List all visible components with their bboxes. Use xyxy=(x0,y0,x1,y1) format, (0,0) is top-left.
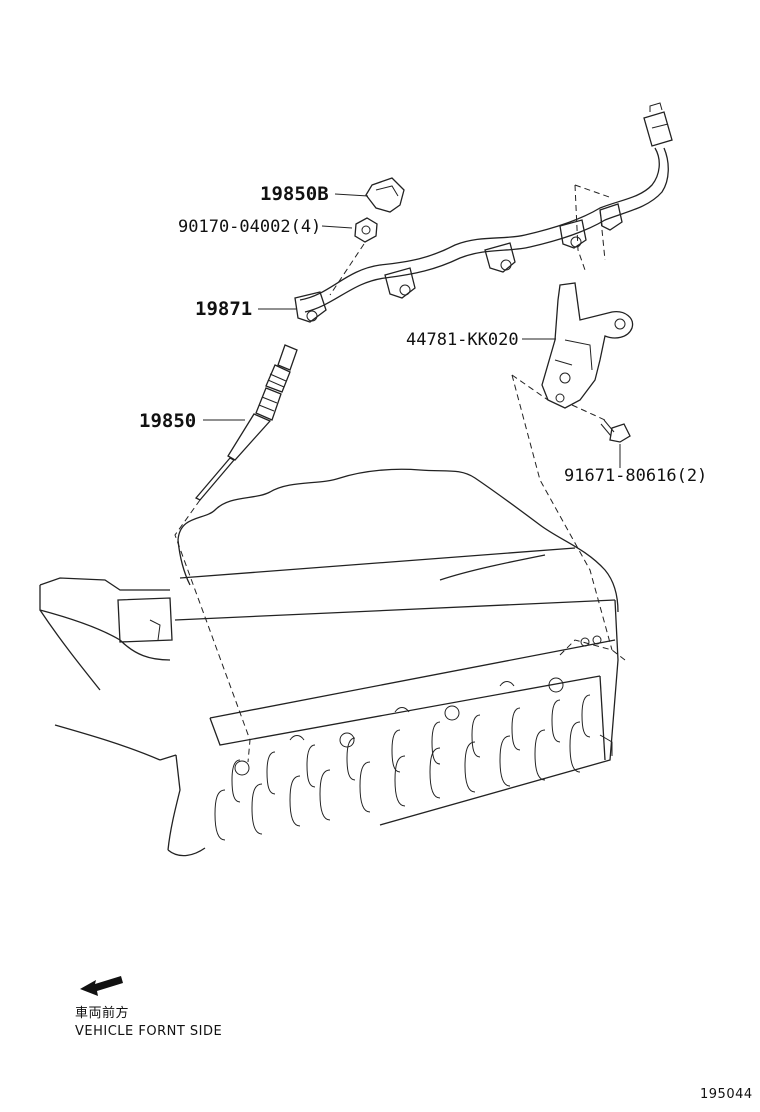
bolt xyxy=(600,419,631,443)
vehicle-front-indicator: 車両前方 VEHICLE FORNT SIDE xyxy=(75,976,222,1039)
part-label-90170: 90170-04002(4) xyxy=(178,217,321,237)
part-label-91671: 91671-80616(2) xyxy=(564,466,707,486)
direction-label-en: VEHICLE FORNT SIDE xyxy=(75,1024,222,1039)
part-label-19871: 19871 xyxy=(195,298,252,320)
engine-block xyxy=(39,468,619,857)
part-label-19850: 19850 xyxy=(139,410,196,432)
direction-label-jp: 車両前方 xyxy=(75,1005,129,1021)
leader-lines xyxy=(203,193,621,468)
glow-plug-connector xyxy=(365,177,405,213)
part-label-44781: 44781-KK020 xyxy=(406,330,519,350)
part-label-19850b: 19850B xyxy=(260,183,329,205)
figure-number: 195044 xyxy=(700,1087,753,1102)
glow-plug xyxy=(194,344,298,501)
assembly-lines xyxy=(174,184,626,763)
arrow-left-icon xyxy=(80,976,123,996)
hex-nut xyxy=(354,217,378,243)
wire-harness xyxy=(294,102,673,323)
harness-bracket xyxy=(541,282,634,409)
